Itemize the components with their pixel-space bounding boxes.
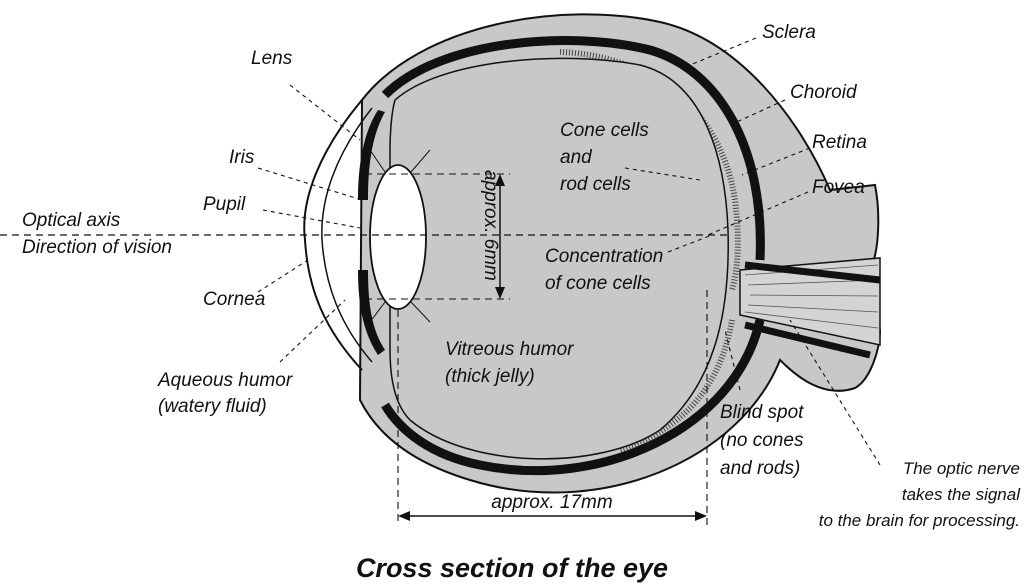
label-iris: Iris [229,147,255,168]
label-aqueous-humor-1: Aqueous humor [157,370,293,391]
label-vitreous-2: (thick jelly) [445,366,535,387]
label-optical-axis: Optical axis [22,210,121,231]
label-vitreous-1: Vitreous humor [445,339,574,360]
label-optic-nerve-1: The optic nerve [903,459,1020,478]
label-eye-length: approx. 17mm [491,492,612,513]
figure-caption: Cross section of the eye [356,553,668,583]
label-retina: Retina [812,132,867,153]
label-optic-nerve-2: takes the signal [902,485,1021,504]
label-pupil: Pupil [203,194,246,215]
label-cone-rod-1: Cone cells [560,120,649,141]
label-choroid: Choroid [790,82,858,103]
label-lens: Lens [251,48,293,69]
label-blind-spot-2: (no cones [720,430,804,451]
label-lens-size: approx. 6mm [480,170,501,281]
label-cornea: Cornea [203,289,265,310]
label-aqueous-humor-2: (watery fluid) [158,396,267,417]
label-blind-spot-3: and rods) [720,458,800,479]
label-cone-rod-2: and [560,147,593,168]
label-concentration-2: of cone cells [545,273,651,294]
label-direction-of-vision: Direction of vision [22,237,172,258]
label-optic-nerve-3: to the brain for processing. [819,511,1020,530]
label-fovea: Fovea [812,177,865,198]
label-blind-spot-1: Blind spot [720,402,804,423]
label-sclera: Sclera [762,22,816,43]
label-concentration-1: Concentration [545,246,663,267]
label-cone-rod-3: rod cells [560,174,631,195]
